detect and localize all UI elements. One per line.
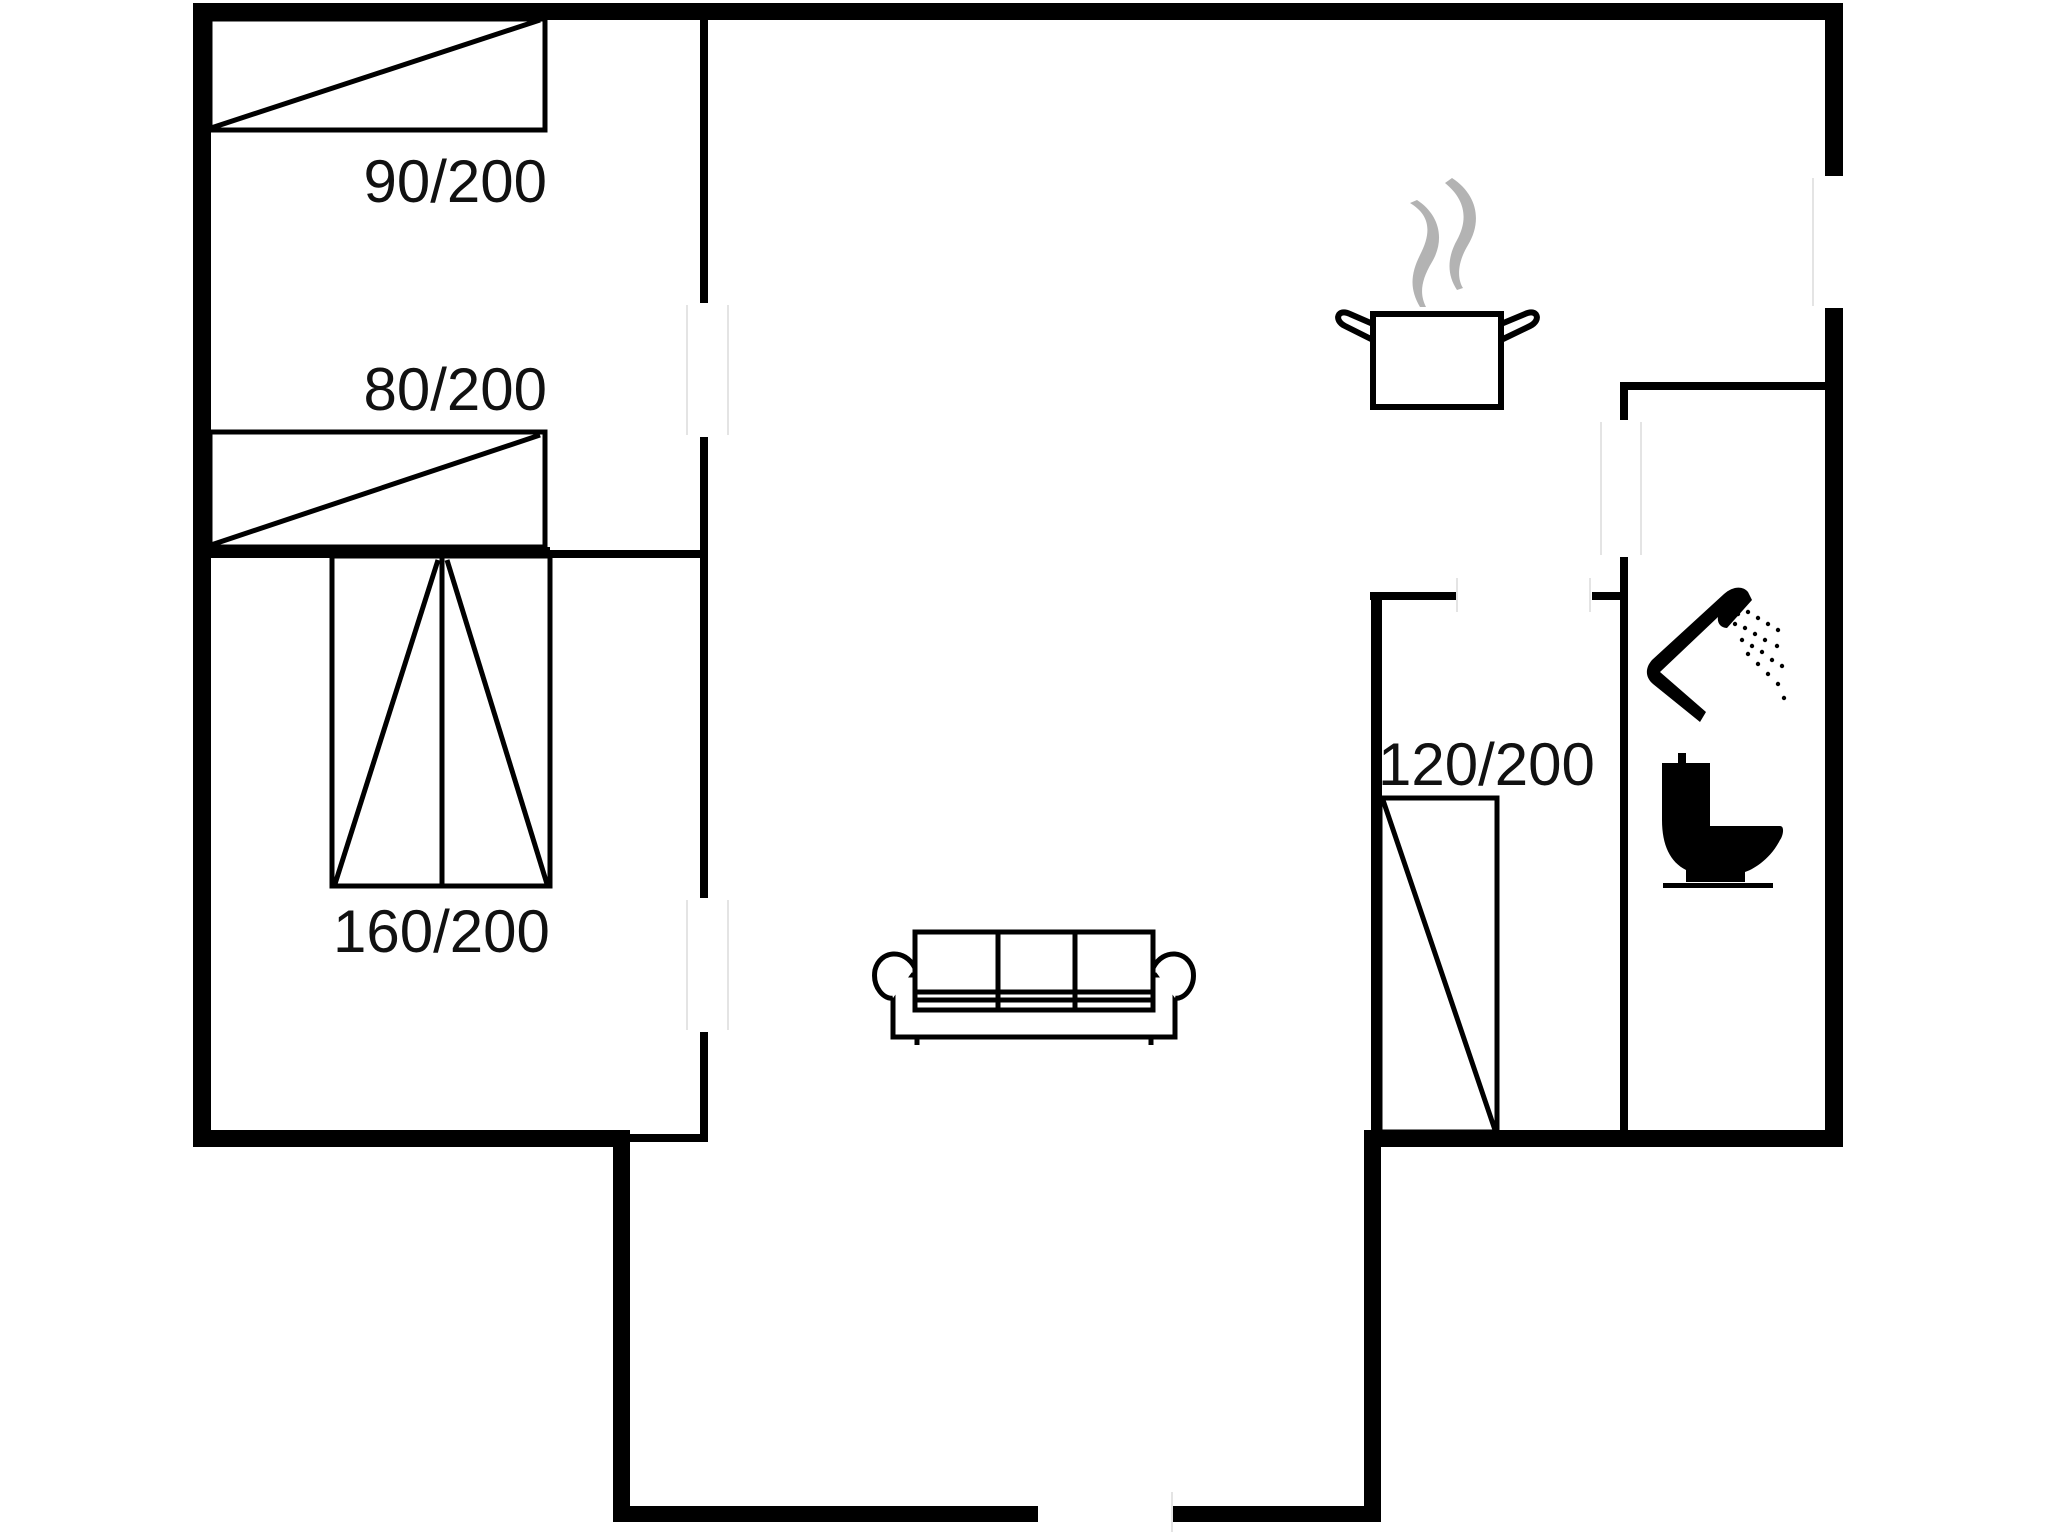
bed-label-90-200: 90/200 [363,148,547,215]
bed-label-80-200: 80/200 [363,356,547,423]
shower-icon [1646,587,1787,722]
bed-single-middle [207,429,548,550]
bed-small-room [1377,795,1500,1135]
bed-label-160-200: 160/200 [333,898,550,965]
cooking-pot-icon [1335,178,1540,410]
interior-walls [205,18,1830,1142]
toilet-icon [1662,753,1784,888]
bed-double [329,553,553,889]
sofa-icon [872,929,1196,1045]
bed-single-top [207,16,548,133]
outer-walls [193,3,1843,1522]
door-openings [686,178,1814,1532]
bed-label-120-200: 120/200 [1378,731,1595,798]
